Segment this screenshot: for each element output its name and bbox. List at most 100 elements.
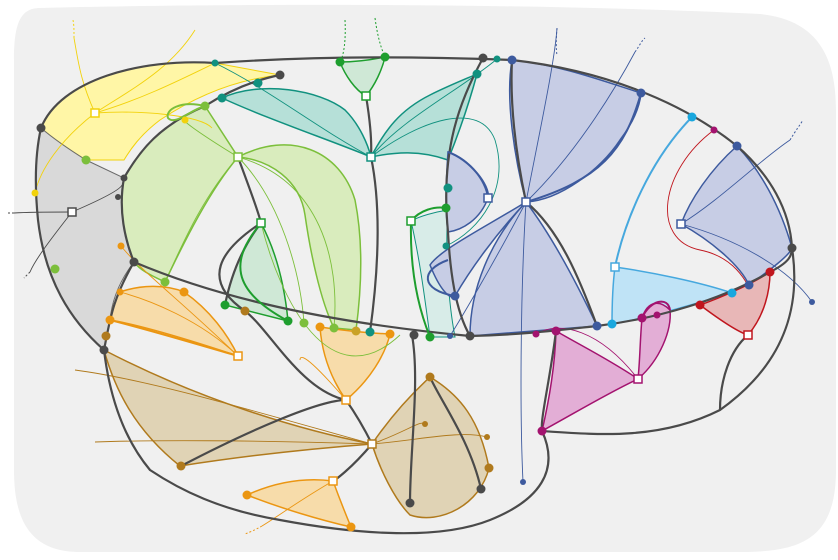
dot: [200, 101, 210, 111]
hub-node: [367, 439, 377, 449]
dot: [592, 321, 602, 331]
hub-node: [341, 395, 351, 405]
dot: [299, 318, 309, 328]
hub-node: [256, 218, 266, 228]
dot: [493, 55, 501, 63]
connector-lines: [13, 27, 813, 527]
hub-node: [610, 262, 620, 272]
dot: [478, 53, 488, 63]
dot: [695, 300, 705, 310]
dot: [346, 522, 356, 532]
dot: [117, 242, 125, 250]
hub-node: [233, 152, 243, 162]
dot: [484, 463, 494, 473]
dot: [687, 112, 697, 122]
dot: [727, 288, 737, 298]
dot: [537, 426, 547, 436]
magenta-region: [540, 329, 640, 433]
dot: [36, 123, 46, 133]
dot: [532, 330, 540, 338]
dot: [179, 287, 189, 297]
dot: [636, 88, 646, 98]
dot: [732, 141, 742, 151]
hub-node: [90, 108, 100, 118]
dot: [507, 55, 517, 65]
dot: [329, 323, 339, 333]
dot: [315, 322, 325, 332]
green-top: [338, 56, 386, 97]
dot: [160, 277, 170, 287]
dot: [476, 484, 486, 494]
hub-nodes: [67, 91, 753, 486]
vertex-dots: [31, 52, 815, 532]
dot: [443, 183, 453, 193]
dot: [129, 257, 139, 267]
dot: [105, 315, 115, 325]
dot: [240, 306, 250, 316]
dot: [31, 189, 39, 197]
hub-node: [366, 152, 376, 162]
dot: [365, 327, 375, 337]
dot: [120, 174, 128, 182]
dot: [465, 331, 475, 341]
dot: [99, 345, 109, 355]
dot: [181, 116, 189, 124]
teal-left: [220, 87, 373, 159]
dot: [380, 52, 390, 62]
dot: [409, 330, 419, 340]
magenta-small: [637, 302, 671, 381]
dot: [607, 319, 617, 329]
dot: [450, 291, 460, 301]
hub-node: [233, 351, 243, 361]
dot: [405, 498, 415, 508]
dot: [115, 194, 121, 200]
dot: [116, 288, 124, 296]
dot: [551, 326, 561, 336]
dot: [653, 311, 661, 319]
dot: [275, 70, 285, 80]
dot: [637, 313, 647, 323]
dot: [710, 126, 718, 134]
hub-node: [676, 219, 686, 229]
dot: [520, 479, 526, 485]
dot: [385, 329, 395, 339]
dot: [484, 434, 490, 440]
dot: [425, 332, 435, 342]
dot: [351, 326, 361, 336]
hub-node: [483, 193, 493, 203]
hub-node: [633, 374, 643, 384]
navy-big: [508, 59, 642, 203]
hub-node: [328, 476, 338, 486]
dotted-leaders: [6, 17, 804, 535]
dot: [787, 243, 797, 253]
dot: [176, 461, 186, 471]
dot: [242, 490, 252, 500]
dot: [217, 93, 227, 103]
orange-bottom: [245, 479, 353, 529]
dot: [425, 372, 435, 382]
hub-node: [743, 330, 753, 340]
dot: [50, 264, 60, 274]
hub-node: [406, 216, 416, 226]
hub-node: [361, 91, 371, 101]
dot: [809, 299, 815, 305]
dot: [253, 78, 263, 88]
dot: [447, 333, 453, 339]
dot: [765, 267, 775, 277]
dot: [442, 242, 450, 250]
hub-node: [67, 207, 77, 217]
dot: [283, 316, 293, 326]
dot: [744, 280, 754, 290]
dot: [422, 421, 428, 427]
dot: [441, 203, 451, 213]
dot: [81, 155, 91, 165]
navy-mid: [429, 201, 527, 298]
dot: [472, 69, 482, 79]
dot: [335, 57, 345, 67]
dot: [211, 59, 219, 67]
dot: [101, 331, 111, 341]
dot: [220, 300, 230, 310]
hub-node: [521, 197, 531, 207]
